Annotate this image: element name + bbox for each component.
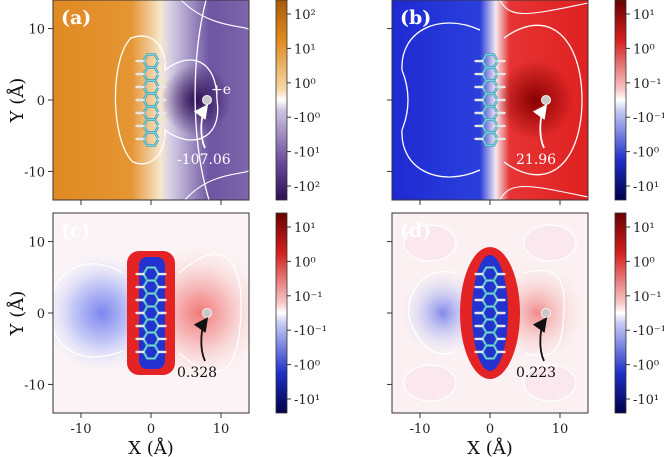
- colorbar-tick-label: 10⁰: [294, 77, 316, 92]
- point-charge: [541, 308, 551, 318]
- panel-3: 0.223 (d) -10 0 10 X (Å) 10¹ 10⁰ 10⁻¹ -10⁻¹ -10⁰ -1…: [387, 212, 664, 457]
- positive-well: [392, 0, 588, 200]
- point-charge: [202, 308, 212, 318]
- x-tick-label: 0: [147, 422, 155, 437]
- heatmap-field: 21.96: [392, 0, 588, 200]
- y-axis-label: Y (Å): [6, 78, 28, 124]
- panel-0: -107.06 +e (a) 10 0 -10 Y (Å) 10² 10¹ 10⁰ -10⁰ -10¹…: [6, 0, 320, 205]
- contour-line: [403, 364, 457, 402]
- x-axis-label: X (Å): [128, 437, 174, 457]
- colorbar-tick-label: -10¹: [633, 393, 659, 408]
- colorbar-tick-label: -10⁰: [633, 359, 659, 374]
- colorbar-tick-label: 10⁻¹: [633, 77, 662, 92]
- contour-line: [523, 269, 565, 357]
- contour-line: [523, 364, 577, 402]
- colorbar-tick-label: 10⁰: [633, 42, 655, 57]
- colorbar-tick-label: -10¹: [294, 393, 320, 408]
- colorbar-tick-label: -10⁰: [294, 359, 320, 374]
- annotation-label: 21.96: [516, 152, 556, 168]
- contour-line: [184, 169, 249, 200]
- colorbar-tick-label: -10⁻¹: [294, 324, 327, 339]
- x-tick-label: 0: [486, 422, 494, 437]
- panel-2: 0.328 (c) -10 10 0 0 10 -10 X (Å) Y (Å) 10¹ 10⁰ 10⁻¹…: [6, 212, 327, 457]
- colorbar: [275, 212, 288, 414]
- contour-line: [53, 263, 124, 358]
- colorbar-tick-label: -10¹: [633, 180, 659, 195]
- colorbar: [614, 0, 627, 201]
- point-charge: [541, 95, 551, 105]
- colorbar: [614, 212, 627, 414]
- molecule: [474, 53, 506, 147]
- colorbar-tick-label: 10¹: [294, 221, 316, 236]
- colorbar-tick-label: 10⁻¹: [633, 290, 662, 305]
- x-tick-label: -10: [410, 422, 431, 437]
- colorbar-tick-label: -10²: [294, 180, 320, 195]
- panel-label: (a): [61, 7, 91, 29]
- annotation-label: 0.223: [516, 365, 556, 381]
- contour-line: [503, 24, 583, 176]
- contour-line: [403, 224, 457, 262]
- colorbar-tick-label: 10²: [294, 8, 316, 23]
- panels: -107.06 +e (a) 10 0 -10 Y (Å) 10² 10¹ 10⁰ -10⁰ -10¹…: [6, 0, 664, 457]
- colorbar-tick-label: 10⁰: [294, 255, 316, 270]
- colorbar-tick-label: -10⁻¹: [633, 111, 664, 126]
- y-axis-label: Y (Å): [6, 291, 28, 337]
- colorbar: [275, 0, 288, 201]
- induced-charge-blue: [472, 255, 508, 371]
- x-tick-label: -10: [71, 422, 92, 437]
- molecule: [474, 266, 506, 360]
- panel-label: (c): [61, 220, 91, 242]
- contour-line: [401, 22, 481, 178]
- annotation-arrow: [193, 104, 209, 149]
- contour-line: [114, 35, 219, 165]
- panel-label: (d): [400, 220, 431, 242]
- contour-line: [178, 253, 242, 373]
- colorbar-tick-label: 10¹: [294, 42, 316, 57]
- colorbar-tick-label: 10⁰: [633, 255, 655, 270]
- colorbar-tick-label: 10¹: [633, 8, 655, 23]
- colorbar-tick-label: -10¹: [294, 146, 320, 161]
- contour-line: [407, 270, 457, 355]
- y-tick-label: 10: [28, 23, 45, 38]
- y-tick-label: 0: [37, 94, 45, 109]
- contour-line: [499, 185, 588, 200]
- y-tick-label: 0: [37, 307, 45, 322]
- y-tick-label: -10: [24, 165, 45, 180]
- contour-line: [180, 0, 249, 31]
- annotation-arrow: [532, 104, 548, 149]
- colorbar-tick-label: -10⁰: [633, 146, 659, 161]
- charge-label: +e: [211, 82, 231, 98]
- heatmap-field: -107.06 +e: [53, 0, 249, 200]
- heatmap-field: 0.223: [392, 213, 588, 413]
- colorbar-tick-label: -10⁰: [294, 111, 320, 126]
- colorbar-tick-label: 10¹: [633, 221, 655, 236]
- annotation-arrow: [193, 317, 209, 362]
- contour-line: [499, 0, 588, 15]
- colorbar-tick-label: -10⁻¹: [633, 324, 664, 339]
- panel-label: (b): [400, 7, 431, 29]
- x-axis-label: X (Å): [467, 437, 513, 457]
- molecule: [135, 266, 167, 360]
- annotation-arrow: [532, 317, 548, 362]
- y-tick-label: 10: [28, 236, 45, 251]
- colorbar-tick-label: 10⁻¹: [294, 290, 323, 305]
- heatmap-field: 0.328: [53, 213, 249, 413]
- annotation-label: -107.06: [177, 152, 231, 168]
- x-tick-label: 10: [552, 422, 569, 437]
- y-tick-label: -10: [24, 378, 45, 393]
- contour-line: [194, 0, 210, 200]
- annotation-label: 0.328: [177, 365, 217, 381]
- molecule: [135, 53, 167, 147]
- negative-well: [53, 0, 249, 200]
- contour-line: [523, 224, 577, 262]
- panel-1: 21.96 (b) 10¹ 10⁰ 10⁻¹ -10⁻¹ -10⁰ -10¹: [387, 0, 664, 205]
- x-tick-label: 10: [213, 422, 230, 437]
